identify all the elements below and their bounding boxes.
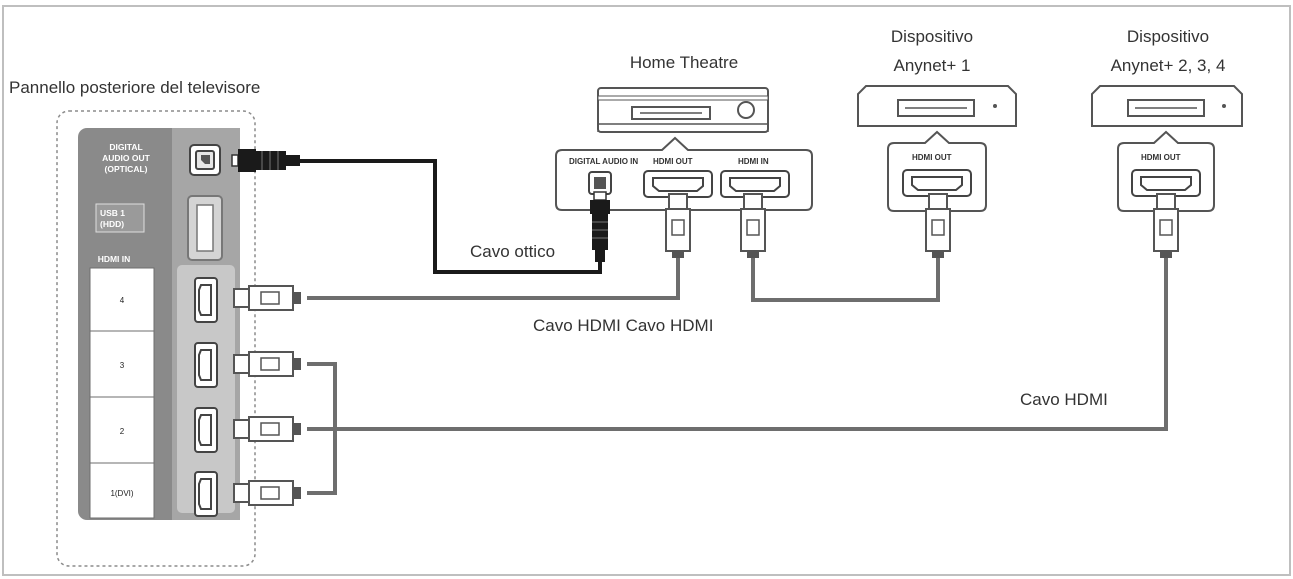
usb-port-icon [187, 195, 223, 261]
hdmi-plug-icon [925, 193, 951, 259]
tv-panel-title: Pannello posteriore del televisore [9, 78, 260, 97]
home-theatre-title: Home Theatre [630, 53, 738, 72]
tv-usb-label-2: (HDD) [100, 219, 124, 229]
tv-back-panel: DIGITAL AUDIO OUT (OPTICAL) USB 1 (HDD) … [56, 110, 256, 567]
hdmi-port-icon [194, 471, 218, 517]
cables [300, 159, 1168, 495]
ht-digital-audio-in-label: DIGITAL AUDIO IN [569, 157, 638, 166]
ht-hdmi-out-label: HDMI OUT [653, 157, 693, 166]
hdmi-port-icon [194, 407, 218, 453]
anynet1-hdmi-out-label: HDMI OUT [912, 153, 952, 162]
hdmi-cable-anynet2 [307, 258, 1168, 431]
hdmi-port-icon [1131, 169, 1201, 197]
hdmi-cable-ht-out [307, 258, 680, 300]
optical-plug-icon [231, 149, 300, 172]
tv-hdmi-3-label: 3 [120, 361, 125, 370]
hdmi-plug-icon [740, 193, 766, 259]
hdmi-port-icon [194, 342, 218, 388]
optical-cable-label: Cavo ottico [470, 242, 555, 261]
tv-panel-port-strip [177, 265, 235, 513]
home-theatre [597, 87, 769, 133]
tv-digital-audio-label-1: DIGITAL [109, 142, 142, 152]
anynet1-title-line2: Anynet+ 1 [893, 56, 970, 75]
usb-label-box [95, 203, 145, 233]
hdmi-port-icon [194, 277, 218, 323]
hdmi-plug-icon [1153, 193, 1179, 259]
tv-digital-audio-label-2: AUDIO OUT [102, 153, 151, 163]
hdmi-plug-icon [233, 351, 302, 377]
tv-panel-dashed-outline [56, 110, 256, 567]
hdmi-number-cells [89, 267, 155, 519]
hdmi-plug-icon [665, 193, 691, 259]
hdmi-plug-icon [233, 416, 302, 442]
tv-hdmi-2-label: 2 [120, 427, 125, 436]
optical-port-icon [189, 144, 221, 176]
tv-digital-audio-label-3: (OPTICAL) [105, 164, 148, 174]
optical-plug-icon [590, 191, 610, 262]
optical-port-icon [588, 171, 612, 195]
tv-hdmi-4-label: 4 [120, 296, 125, 305]
hdmi-cable-pair-label: Cavo HDMI Cavo HDMI [533, 316, 713, 335]
hdmi-port-icon [902, 169, 972, 197]
hdmi-cable-label: Cavo HDMI [1020, 390, 1108, 409]
ht-hdmi-in-label: HDMI IN [738, 157, 769, 166]
anynet1-device [857, 85, 1017, 127]
anynet2-hdmi-out-label: HDMI OUT [1141, 153, 1181, 162]
anynet2-title-line1: Dispositivo [1127, 27, 1209, 46]
anynet1-title-line1: Dispositivo [891, 27, 973, 46]
hdmi-plug-icon [233, 480, 302, 506]
tv-hdmi-in-label: HDMI IN [98, 254, 131, 264]
tv-usb-label-1: USB 1 [100, 208, 125, 218]
hdmi-cable-bracket [307, 362, 337, 495]
optical-cable [300, 159, 602, 274]
anynet2-device [1091, 85, 1243, 127]
hdmi-cable-ht-in [751, 258, 940, 302]
hdmi-plug-icon [233, 285, 302, 311]
anynet2-title-line2: Anynet+ 2, 3, 4 [1111, 56, 1226, 75]
tv-hdmi-1-label: 1(DVI) [110, 489, 133, 498]
